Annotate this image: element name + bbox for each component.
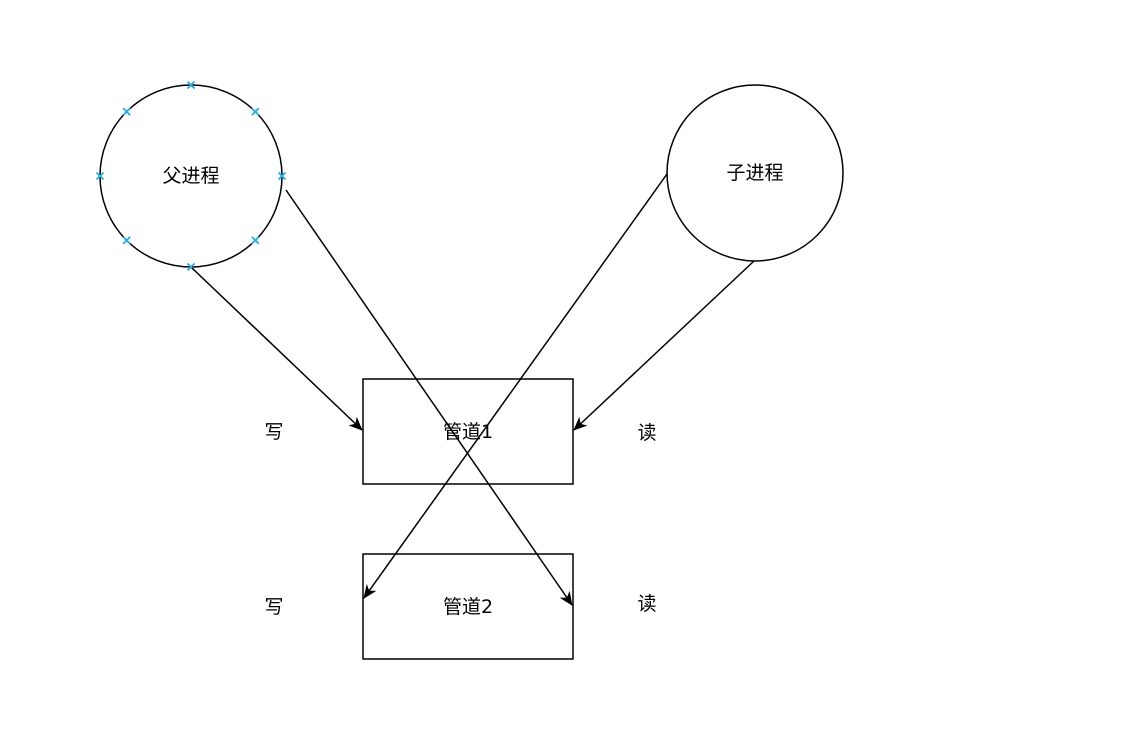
resize-handle-stroke[interactable] <box>122 107 131 116</box>
child-process-circle[interactable] <box>666 84 844 262</box>
resize-handle[interactable] <box>251 236 260 245</box>
child-process-label: 子进程 <box>726 162 783 184</box>
pipe2-label: 管道2 <box>443 596 493 618</box>
pipe2-read-label: 读 <box>637 593 656 615</box>
pipe1-label: 管道1 <box>443 421 493 443</box>
pipe1-write-label: 写 <box>264 421 283 443</box>
arrow-child-to-pipe1-read[interactable] <box>573 260 755 431</box>
resize-handle-stroke[interactable] <box>251 107 260 116</box>
selection-handles[interactable] <box>95 80 287 272</box>
resize-handle-stroke[interactable] <box>277 171 287 181</box>
resize-handle[interactable] <box>95 171 105 181</box>
arrow-parent-to-pipe2-read[interactable] <box>285 189 573 606</box>
child-process-node[interactable]: 子进程 <box>666 84 844 262</box>
pipe2-box[interactable] <box>362 553 574 660</box>
pipe2-node[interactable]: 管道2 <box>362 553 574 660</box>
resize-handle[interactable] <box>122 107 131 116</box>
parent-process-label: 父进程 <box>162 165 219 187</box>
resize-handle-stroke[interactable] <box>251 236 260 245</box>
resize-handle-stroke[interactable] <box>186 262 196 272</box>
resize-handle[interactable] <box>251 107 260 116</box>
resize-handle-stroke[interactable] <box>122 236 131 245</box>
pipe1-box[interactable] <box>362 378 574 485</box>
arrow-parent-to-pipe1-write[interactable] <box>191 267 363 431</box>
resize-handle[interactable] <box>186 80 196 90</box>
resize-handle[interactable] <box>122 236 131 245</box>
arrow-child-to-pipe2-write[interactable] <box>363 173 668 599</box>
pipe2-write-label: 写 <box>264 596 283 618</box>
resize-handle-stroke[interactable] <box>95 171 105 181</box>
resize-handle[interactable] <box>277 171 287 181</box>
pipe1-node[interactable]: 管道1 <box>362 378 574 485</box>
resize-handle-stroke[interactable] <box>186 80 196 90</box>
pipe1-read-label: 读 <box>637 422 656 444</box>
